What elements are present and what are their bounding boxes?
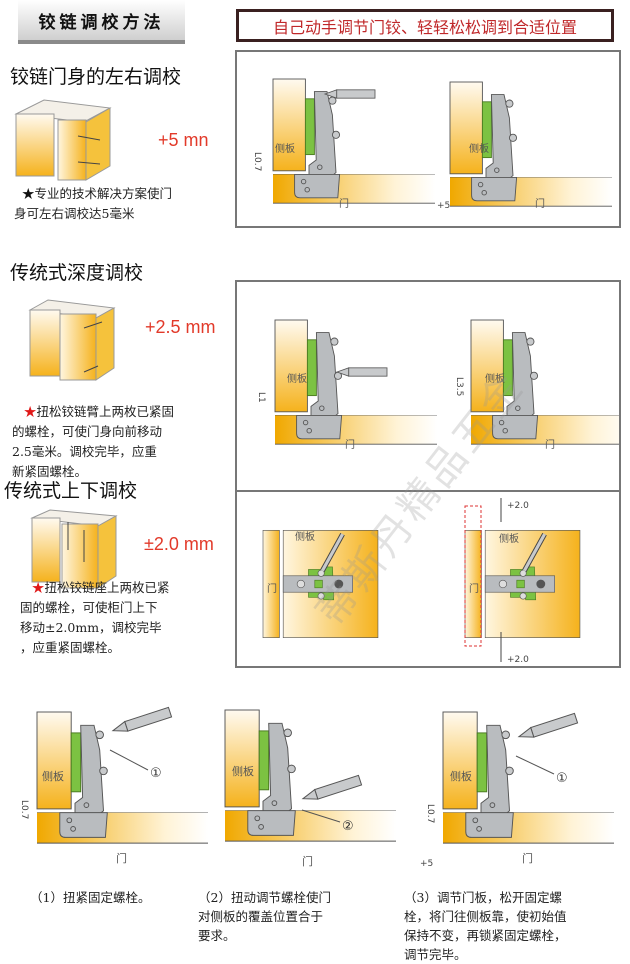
- step-2-diagram: ② 侧板 门: [224, 709, 397, 868]
- label-side-panel: 侧板: [485, 372, 505, 385]
- diagram-lateral: 侧板 门 L0.7 侧板 门 +5: [235, 50, 621, 228]
- label-door: 门: [339, 197, 349, 210]
- desc-line: 移动±2.0mm，调校完毕: [20, 620, 162, 635]
- desc-line: 专业的技术解决方案使门: [34, 186, 172, 201]
- caption-line: （2）扭动调节螺栓使门: [198, 890, 331, 905]
- dim-step-1: L0.7: [19, 800, 29, 819]
- desc-depth: ★扭松铰链臂上两枚已紧固 的螺栓，可使门身向前移动 2.5毫米。调校完毕，应重 …: [12, 402, 227, 482]
- section-title-depth: 传统式深度调校: [10, 262, 144, 284]
- step-3-caption: （3）调节门板，松开固定螺 栓，将门往侧板靠，使初始值 保持不变，再锁紧固定螺栓…: [404, 888, 630, 964]
- caption-line: 保持不变，再锁紧固定螺栓，: [404, 928, 567, 943]
- marker-2: ②: [342, 819, 354, 834]
- dim-top: +2.0: [507, 501, 529, 511]
- section-tab-title: 铰链调校方法: [18, 0, 185, 44]
- desc-line: 的螺栓，可使门身向前移动: [12, 424, 163, 439]
- label-side-panel: 侧板: [450, 769, 472, 783]
- star-icon: ★: [23, 404, 37, 419]
- offset-step-3: +5: [420, 859, 433, 869]
- section-title-vertical: 传统式上下调校: [4, 480, 138, 502]
- desc-line: 扭松铰链臂上两枚已紧固: [36, 404, 174, 419]
- label-door: 门: [345, 438, 355, 451]
- step-1-caption: （1）扭紧固定螺栓。: [30, 888, 200, 907]
- caption-line: 要求。: [198, 928, 236, 943]
- dim-after: +5: [437, 201, 450, 211]
- desc-line: 身可左右调校达5毫米: [14, 206, 135, 221]
- label-side-panel: 侧板: [232, 764, 254, 778]
- desc-lateral: ★专业的技术解决方案使门 身可左右调校达5毫米: [14, 184, 224, 224]
- label-door: 门: [302, 854, 313, 868]
- caption-line: （3）调节门板，松开固定螺: [404, 890, 562, 905]
- label-door: 门: [469, 582, 479, 595]
- label-door: 门: [116, 851, 127, 865]
- step-3-diagram: ① 侧板 门 L0.7 +5: [420, 711, 615, 869]
- desc-line: 新紧固螺栓。: [12, 464, 88, 479]
- label-side-panel: 侧板: [499, 532, 519, 545]
- label-door: 门: [522, 851, 533, 865]
- caption-line: （1）扭紧固定螺栓。: [30, 890, 151, 905]
- desc-line: 2.5毫米。调校完毕，应重: [12, 444, 157, 459]
- diagram-depth: 侧板 门 L1 侧板 门 L3.5: [235, 280, 630, 492]
- marker-1: ①: [150, 766, 162, 781]
- desc-line: 固的螺栓，可使柜门上下: [20, 600, 158, 615]
- slogan-banner: 自己动手调节门铰、轻轻松松调到合适位置: [236, 9, 614, 42]
- dim-step-3: L0.7: [425, 804, 435, 823]
- label-side-panel: 侧板: [275, 142, 295, 155]
- desc-vertical: ★扭松铰链座上两枚已紧 固的螺栓，可使柜门上下 移动±2.0mm，调校完毕 ，应…: [20, 578, 230, 658]
- label-side-panel: 侧板: [42, 769, 64, 783]
- dim-after: L3.5: [454, 377, 464, 396]
- caption-line: 对侧板的覆盖位置合于: [198, 909, 324, 924]
- step-diagrams: ① 侧板 门 L0.7 ② 侧板 门 ① 侧板 门 L0.7 +5: [19, 706, 615, 869]
- label-door: 门: [267, 582, 277, 595]
- label-door: 门: [545, 438, 555, 451]
- step-1-diagram: ① 侧板 门 L0.7: [19, 706, 209, 865]
- diagram-vertical: 侧板 门 侧板 门 +2.0 +2.0: [235, 490, 621, 668]
- caption-line: 栓，将门往侧板靠，使初始值: [404, 909, 567, 924]
- label-side-panel: 侧板: [469, 142, 489, 155]
- adjust-amount-vertical: ±2.0 mm: [144, 534, 214, 554]
- cabinet-icon-depth: [28, 299, 116, 381]
- cabinet-icon-vertical: [30, 509, 118, 589]
- star-icon: ★: [21, 186, 35, 201]
- dim-before: L1: [256, 392, 266, 403]
- step-2-caption: （2）扭动调节螺栓使门 对侧板的覆盖位置合于 要求。: [198, 888, 378, 945]
- label-side-panel: 侧板: [287, 372, 307, 385]
- label-door: 门: [535, 197, 545, 210]
- cabinet-icon-lateral: [14, 99, 112, 181]
- label-side-panel: 侧板: [295, 530, 315, 543]
- adjust-amount-lateral: +5 mn: [158, 130, 209, 150]
- section-title-lateral: 铰链门身的左右调校: [10, 66, 182, 88]
- desc-line: 扭松铰链座上两枚已紧: [44, 580, 170, 595]
- marker-3: ①: [556, 771, 568, 786]
- dim-bottom: +2.0: [507, 655, 529, 665]
- star-icon: ★: [31, 580, 45, 595]
- adjust-amount-depth: +2.5 mm: [145, 317, 216, 337]
- desc-line: ，应重紧固螺栓。: [20, 640, 121, 655]
- dim-before: L0.7: [252, 152, 262, 171]
- caption-line: 调节完毕。: [404, 947, 467, 962]
